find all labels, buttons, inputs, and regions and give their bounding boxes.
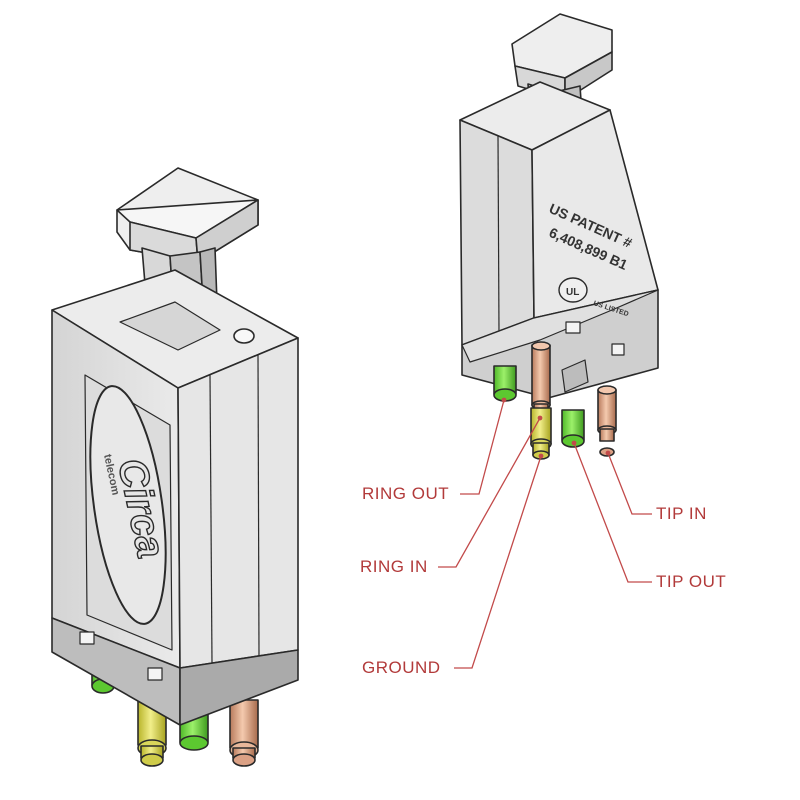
right-ul-mark (558, 277, 588, 303)
leader-ring-out (460, 399, 505, 495)
marker-tip-out (571, 440, 577, 446)
label-ground: GROUND (362, 658, 441, 677)
right-pin-green-left (493, 365, 517, 402)
left-device (51, 167, 299, 767)
right-pin-green-right (561, 409, 585, 448)
leader-tip-out (573, 442, 652, 583)
marker-ground (538, 453, 544, 459)
leader-tip-in (607, 452, 652, 515)
right-pin-copper-right (597, 385, 617, 457)
pin-markers (501, 397, 611, 459)
leader-lines (438, 399, 652, 669)
leader-ring-in (438, 417, 541, 568)
right-body-front (459, 119, 535, 346)
right-ul-text: UL (566, 287, 579, 298)
leader-ground (454, 455, 542, 669)
marker-ring-out (501, 397, 507, 403)
left-logo-oval (89, 385, 167, 625)
label-ring-out: RING OUT (362, 484, 450, 503)
left-pin-copper (229, 699, 259, 767)
right-pin-yellow (530, 407, 552, 460)
label-tip-out: TIP OUT (656, 572, 727, 591)
label-ring-in: RING IN (360, 557, 428, 576)
left-body-side (177, 337, 299, 669)
label-tip-in: TIP IN (656, 504, 707, 523)
marker-tip-in (605, 450, 611, 456)
marker-ring-in (537, 415, 543, 421)
